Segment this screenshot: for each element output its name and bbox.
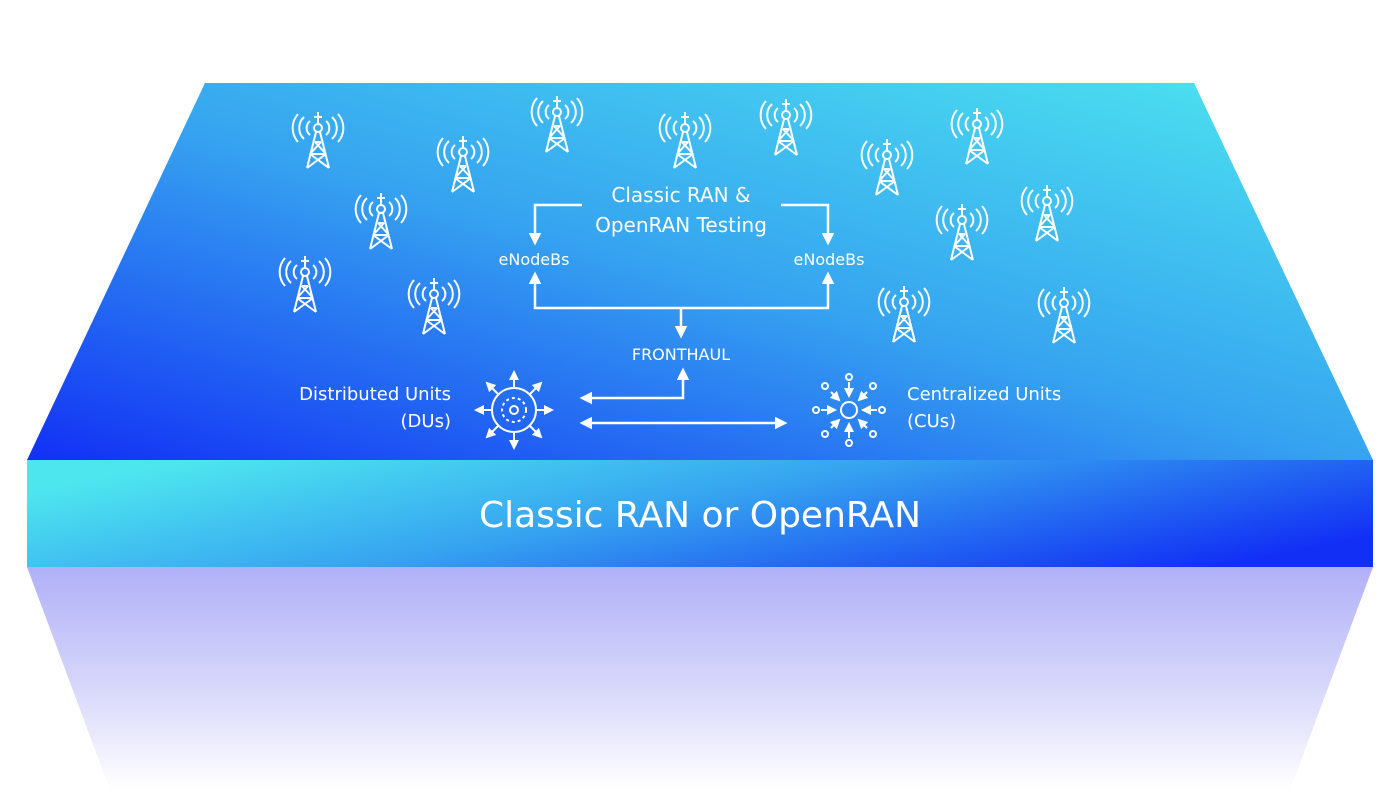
- testing-label-line1: Classic RAN &: [611, 183, 750, 207]
- distributed-unit-icon: [474, 370, 554, 450]
- arrow-testing-to-enodeb-left: [528, 203, 582, 246]
- arrow-testing-to-enodeb-right: [781, 203, 835, 246]
- platform-label: Classic RAN or OpenRAN: [479, 495, 921, 536]
- cu-label-line2: (CUs): [907, 411, 956, 432]
- testing-label-line2: OpenRAN Testing: [595, 213, 767, 237]
- centralized-unit-icon: [812, 373, 886, 447]
- platform-shadow: [27, 567, 1373, 790]
- platform-front: [27, 460, 1373, 567]
- arrow-du-to-fronthaul: [579, 367, 690, 405]
- du-label-line1: Distributed Units: [299, 384, 451, 405]
- enodebs-right-label: eNodeBs: [794, 250, 865, 269]
- enodebs-left-label: eNodeBs: [499, 250, 570, 269]
- platform-top: [27, 83, 1373, 460]
- fronthaul-label: FRONTHAUL: [632, 345, 730, 364]
- cu-label-line1: Centralized Units: [907, 384, 1061, 405]
- du-label-line2: (DUs): [401, 411, 451, 432]
